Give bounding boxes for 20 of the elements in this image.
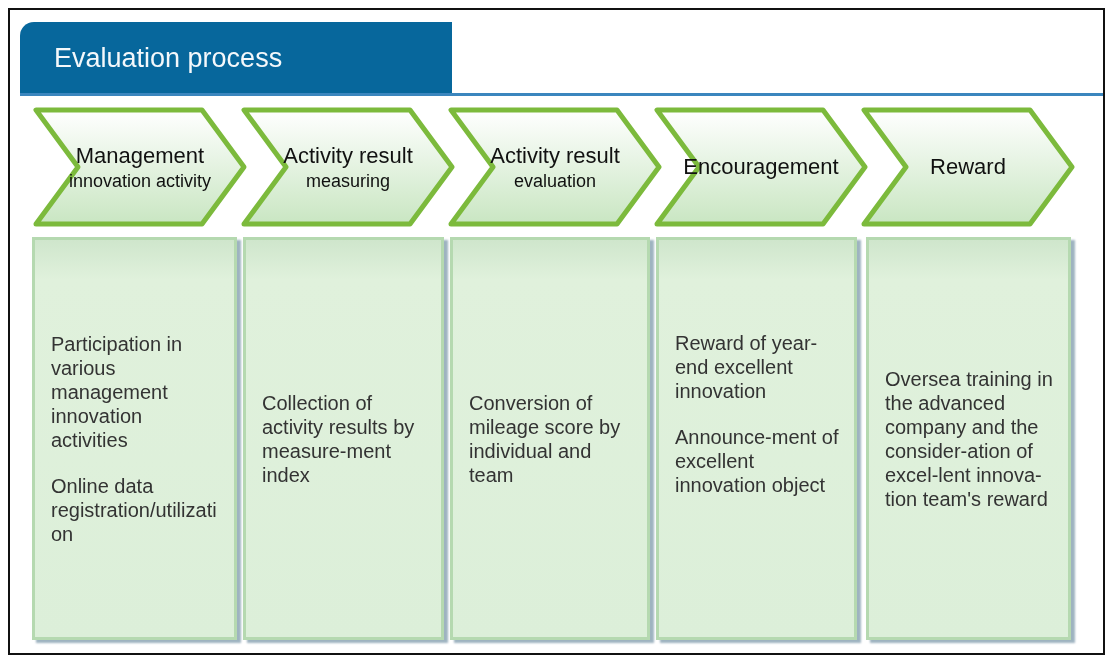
title-tab: Evaluation process	[20, 22, 452, 94]
step-title: Reward	[930, 154, 1006, 180]
description-card	[32, 237, 237, 640]
description-card	[656, 237, 857, 640]
description-text: Online data registration/utilization	[51, 473, 218, 546]
description-text: Reward of year-end excellent innovation	[675, 330, 819, 403]
step-subtitle: evaluation	[513, 170, 597, 192]
step-subtitle: measuring	[305, 170, 390, 192]
description-text: Announce-ment of excellent innovation object	[675, 424, 840, 497]
step-title: Management	[75, 142, 205, 169]
description-card	[450, 237, 650, 640]
step-subtitle: innovation activity	[68, 170, 212, 192]
description-text: Participation in various management innovation activities	[51, 331, 184, 452]
description-text: Collection of activity results by measure-ment index	[262, 390, 416, 487]
description-text: Oversea training in the advanced company and the consider-ation of excel-lent innova-tion team's reward	[885, 366, 1054, 511]
step-title: Activity result	[490, 142, 620, 169]
description-card	[866, 237, 1071, 640]
step-title: Activity result	[283, 142, 413, 169]
description-card	[243, 237, 444, 640]
description-text: Conversion of mileage score by individual and team	[469, 390, 622, 487]
